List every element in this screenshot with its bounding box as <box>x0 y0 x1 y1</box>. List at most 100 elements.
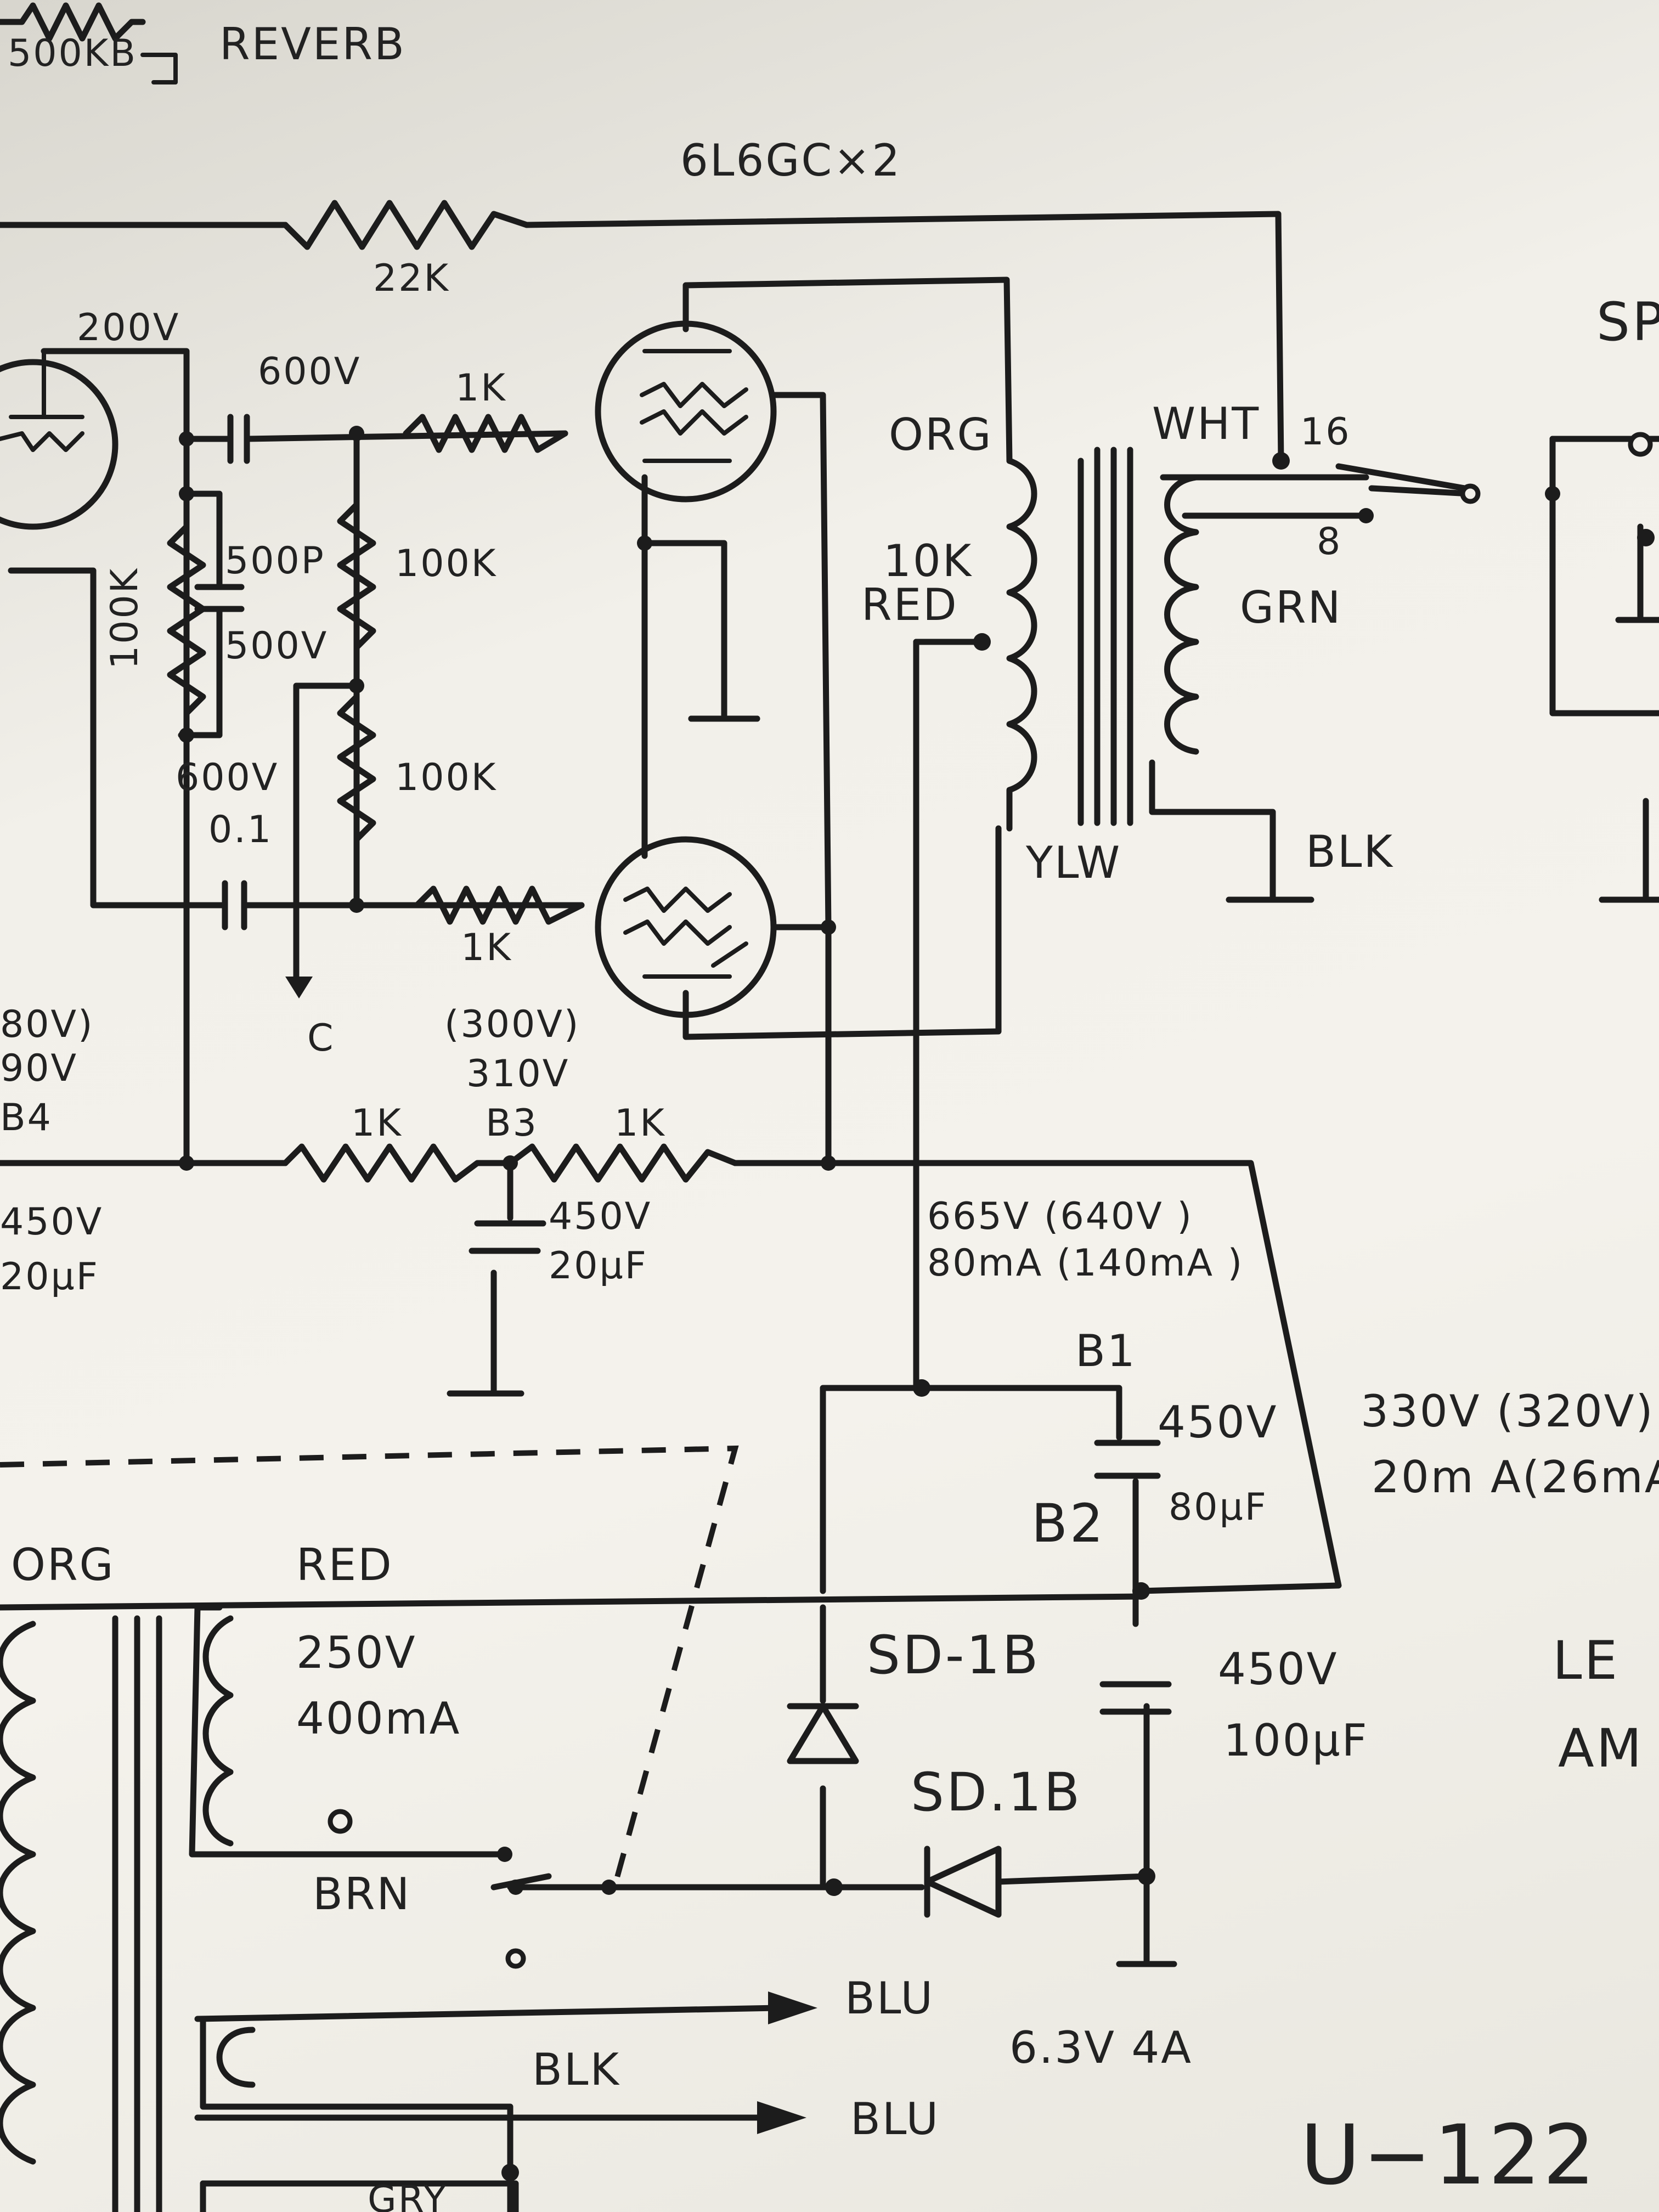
label-600v-a: 600V <box>258 350 361 393</box>
label-c: C <box>307 1017 335 1060</box>
resistor-1k-top <box>403 414 568 453</box>
resistors <box>0 2 738 1183</box>
labels: 500KB REVERB 6L6GC×2 22K 200V 600V 1K OR… <box>0 19 1659 2212</box>
label-sd1b-upper: SD-1B <box>867 1624 1040 1686</box>
output-transformer <box>1006 447 1199 832</box>
label-1k-mid: 1K <box>461 926 512 969</box>
capacitor-20uf-b3 <box>469 1220 546 1254</box>
label-gry: GRY <box>368 2178 448 2212</box>
label-am: AM <box>1558 1718 1644 1779</box>
diode-sd1b-lower <box>924 1846 1002 1918</box>
arrow-blu-1 <box>768 1991 817 2024</box>
label-600v-b: 600V <box>176 756 279 799</box>
arrow-blu-2 <box>757 2101 806 2134</box>
label-90v: 90V <box>0 1047 78 1090</box>
label-ylw: YLW <box>1025 837 1121 888</box>
diode-sd1b-upper <box>787 1703 859 1764</box>
output-tube-upper <box>595 320 777 503</box>
label-b2: B2 <box>1031 1493 1105 1554</box>
label-b1: B1 <box>1075 1325 1137 1376</box>
label-blk-right: BLK <box>1306 826 1394 877</box>
switches <box>0 432 1653 1969</box>
resistor-reverb-pot <box>0 2 146 42</box>
capacitors <box>194 414 1172 1715</box>
label-grn: GRN <box>1240 582 1342 633</box>
label-blu-2: BLU <box>850 2094 940 2145</box>
resistor-1k-b-left <box>282 1143 514 1183</box>
label-0-1: 0.1 <box>208 808 273 851</box>
label-tubes: 6L6GC×2 <box>680 135 901 186</box>
label-400ma: 400mA <box>296 1693 461 1744</box>
label-tap16: 16 <box>1300 410 1351 454</box>
resistor-1k-b-right <box>507 1143 738 1183</box>
label-b4: B4 <box>0 1096 53 1139</box>
capacitor-500p <box>194 556 245 629</box>
label-1k-b-right: 1K <box>614 1102 666 1145</box>
label-450v-b1: 450V <box>1158 1397 1278 1448</box>
label-500v: 500V <box>225 624 328 668</box>
resistor-1k-mid <box>414 885 585 925</box>
resistor-100k-top <box>337 501 376 689</box>
wires <box>0 53 1659 2212</box>
junctions <box>179 426 1655 2181</box>
tubes <box>0 320 777 1018</box>
label-20ma: 20m A(26mA <box>1372 1452 1659 1503</box>
label-brn: BRN <box>313 1869 411 1920</box>
label-le: LE <box>1553 1630 1620 1691</box>
label-500p: 500P <box>225 539 325 583</box>
output-tube-lower <box>595 836 777 1018</box>
label-10k: 10K <box>883 535 973 586</box>
label-100k-top: 100K <box>395 542 497 585</box>
label-250v: 250V <box>296 1627 416 1678</box>
resistor-100k-mid <box>337 693 376 865</box>
label-heater: 6.3V 4A <box>1009 2022 1193 2073</box>
label-r-feedback: 22K <box>373 257 450 300</box>
preamp-tube <box>0 359 119 530</box>
label-330v: 330V (320V) <box>1361 1386 1655 1437</box>
label-b3: B3 <box>486 1102 538 1145</box>
label-org-left: ORG <box>11 1539 115 1590</box>
resistor-100k-left <box>167 523 206 716</box>
label-100uf: 100μF <box>1223 1715 1369 1766</box>
ground-symbols <box>688 715 1659 903</box>
arrow-c <box>285 977 313 998</box>
label-300v: (300V) <box>444 1003 580 1046</box>
label-665v: 665V (640V ) <box>927 1195 1193 1238</box>
label-80uf: 80μF <box>1169 1486 1268 1529</box>
label-450v-b3: 450V <box>549 1195 652 1238</box>
label-1k-top: 1K <box>455 366 507 410</box>
label-red-right: RED <box>861 579 958 630</box>
arrows <box>285 977 817 2134</box>
capacitor-80uf <box>1094 1440 1161 1479</box>
label-80v: 80V) <box>0 1003 94 1046</box>
label-sd1b-lower: SD.1B <box>911 1762 1082 1823</box>
diodes <box>787 1703 1002 1918</box>
label-pot: 500KB <box>8 32 137 75</box>
label-450v-b2: 450V <box>1218 1644 1338 1695</box>
label-blk-left: BLK <box>532 2044 620 2095</box>
label-blu-1: BLU <box>845 1973 934 2024</box>
capacitor-100uf <box>1099 1681 1172 1715</box>
label-310v: 310V <box>466 1052 569 1096</box>
label-450v-left: 450V <box>0 1200 103 1244</box>
capacitor-0-1 <box>222 880 247 930</box>
label-reverb: REVERB <box>219 19 406 70</box>
label-100k-mid: 100K <box>395 756 497 799</box>
label-org-right: ORG <box>889 409 993 460</box>
label-20uf-left: 20μF <box>0 1255 99 1299</box>
label-200v: 200V <box>77 306 180 349</box>
label-100k-left: 100K <box>103 567 146 669</box>
label-model: U−122 <box>1300 2108 1598 2203</box>
power-transformer <box>0 1615 256 2212</box>
label-20uf-b3: 20μF <box>549 1244 648 1288</box>
label-1k-b-left: 1K <box>351 1102 403 1145</box>
label-tap8: 8 <box>1317 520 1342 563</box>
label-wht: WHT <box>1152 398 1260 449</box>
label-sp: SP <box>1596 291 1659 353</box>
capacitor-coupling-top <box>227 414 250 464</box>
label-80ma: 80mA (140mA ) <box>927 1242 1244 1285</box>
resistor-22k <box>282 200 530 250</box>
label-red-left: RED <box>296 1539 393 1590</box>
